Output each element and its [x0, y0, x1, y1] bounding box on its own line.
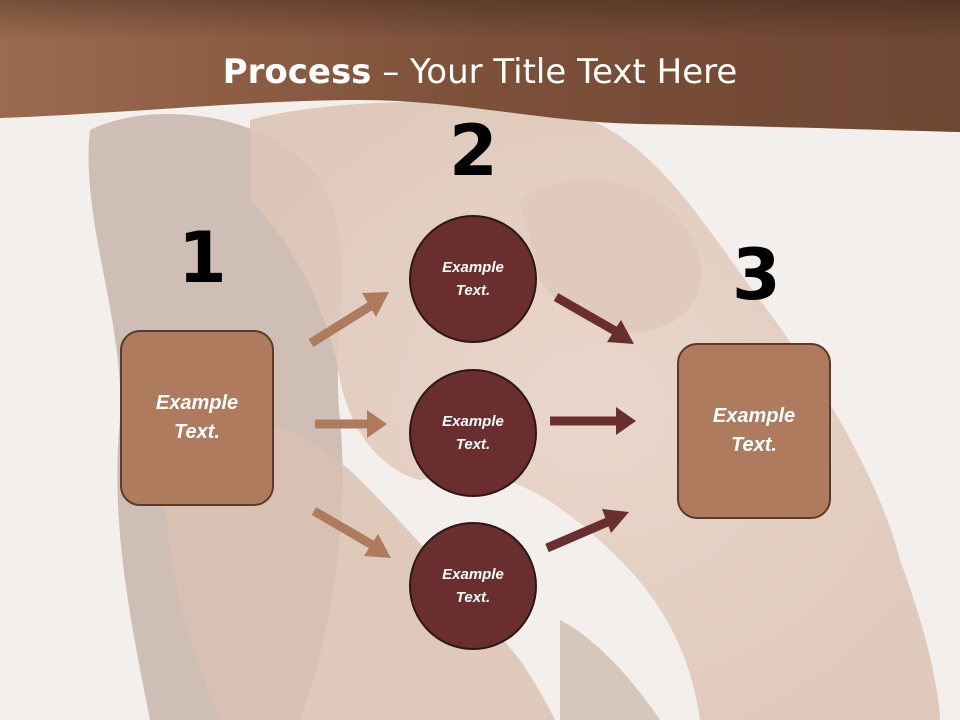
arrow-down-right-icon [311, 507, 391, 558]
left-box-text: Example Text. [155, 392, 239, 443]
title-bold: Process [222, 52, 372, 92]
page-title: Process – Your Title Text Here [0, 52, 960, 92]
arrow-up-right-icon [545, 509, 629, 553]
circle-bottom: Example Text. [409, 522, 537, 650]
right-box: Example Text. [677, 343, 831, 519]
arrow-right-icon [550, 407, 636, 435]
arrow-down-right-icon [553, 293, 634, 344]
arrow-right-icon [315, 410, 387, 438]
circle-middle-text: Example Text. [442, 413, 504, 453]
left-box: Example Text. [120, 330, 274, 506]
title-rest: – Your Title Text Here [371, 52, 738, 92]
circle-middle: Example Text. [409, 369, 537, 497]
step-number-3: 3 [732, 234, 781, 316]
circle-top-text: Example Text. [442, 259, 504, 299]
arrow-up-right-icon [308, 292, 389, 347]
step-number-1: 1 [178, 217, 227, 299]
step-number-2: 2 [449, 110, 498, 192]
circle-top: Example Text. [409, 215, 537, 343]
right-box-text: Example Text. [712, 405, 796, 456]
circle-bottom-text: Example Text. [442, 566, 504, 606]
